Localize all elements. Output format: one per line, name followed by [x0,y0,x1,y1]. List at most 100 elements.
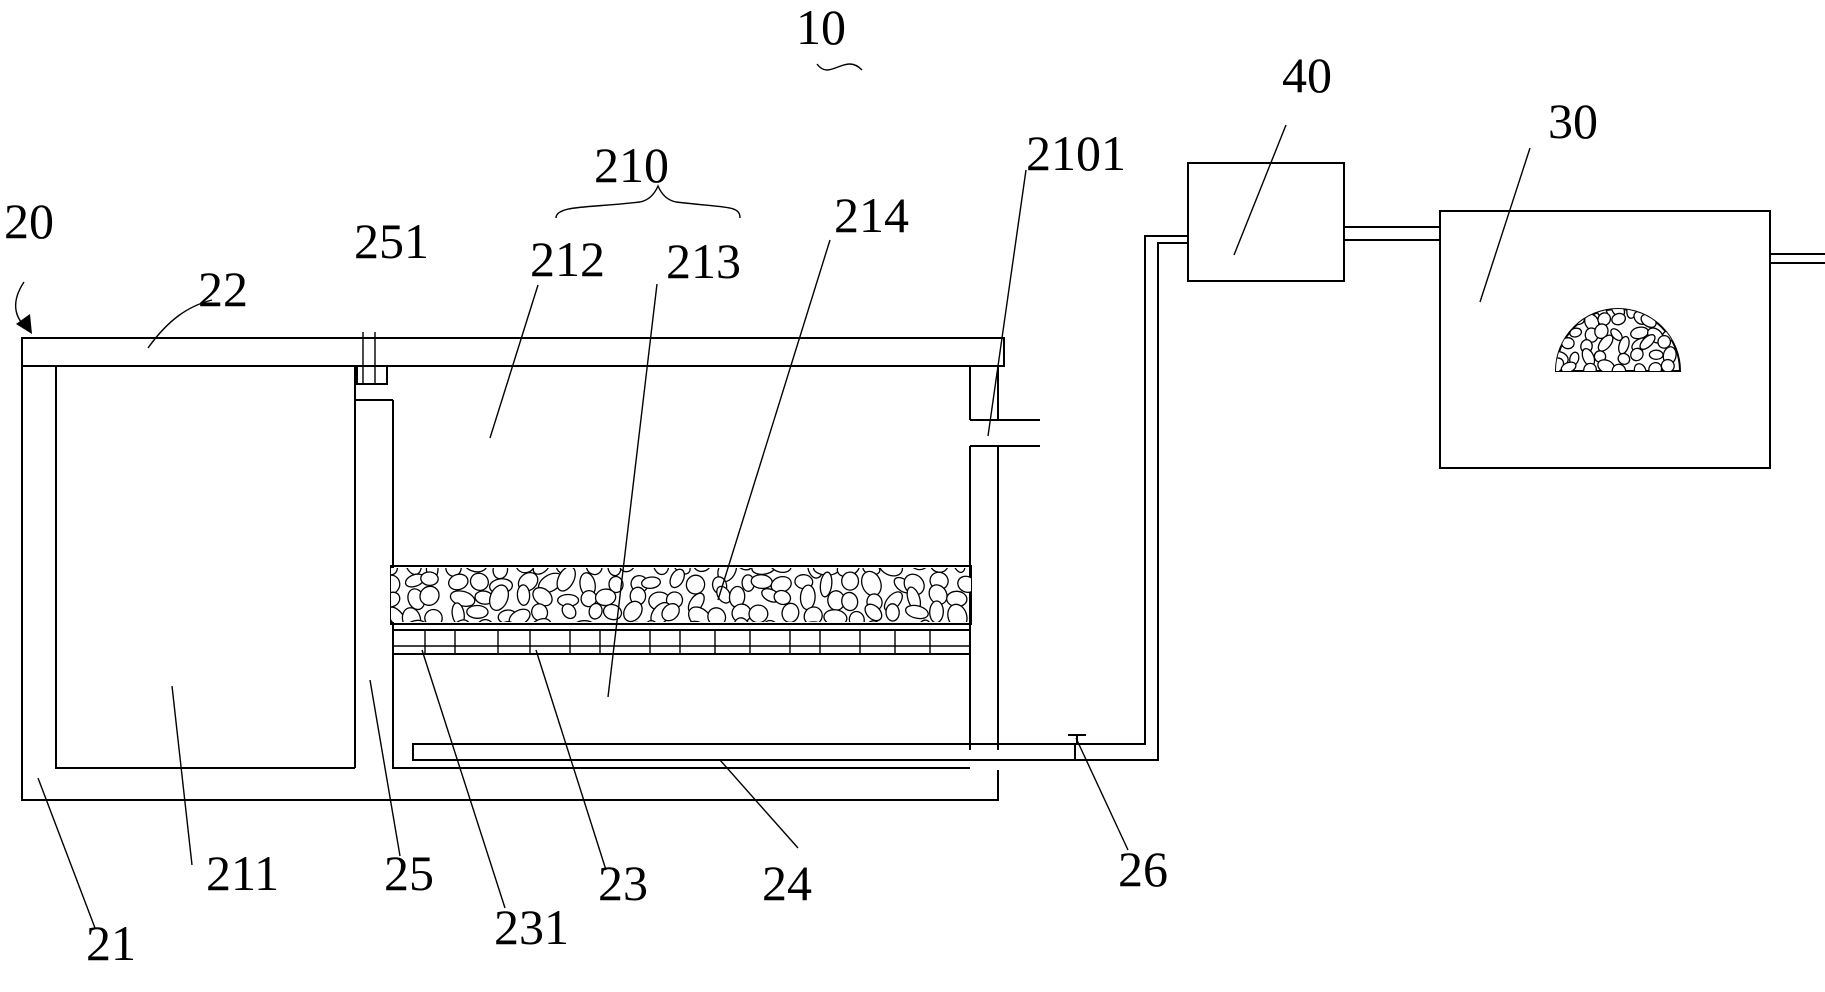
pebble [1599,375,1616,387]
pebble [929,600,944,622]
pebble [561,603,577,620]
pebble [951,568,966,573]
pebble [762,619,779,622]
label-10: 10 [796,0,846,55]
pebble [1594,323,1609,340]
pebble [1677,310,1680,326]
pebble [419,585,440,606]
label-26: 26 [1118,841,1168,897]
pebble [448,573,469,591]
pebble [733,617,751,622]
pebble [608,575,624,594]
pebble [823,609,848,622]
leader-26 [1075,737,1129,851]
pebble [1676,309,1680,320]
pebble [424,608,443,622]
pebble [652,568,670,576]
inner-tank-walls [354,366,999,769]
leader-211 [171,685,193,866]
pebble [420,571,439,587]
pebble [1561,337,1575,350]
leader-2101 [987,169,1027,437]
gravel-filter-layer-214 [390,565,999,647]
pebble [599,623,616,642]
leader-lines [15,63,1531,929]
pebble [1657,335,1672,349]
pebble [588,602,603,620]
pebble [1567,311,1585,326]
pebble [976,574,999,600]
pebble [669,568,686,589]
pebble [885,603,900,622]
support-grid-231 [393,629,970,655]
pebble [819,571,833,598]
pebble [1648,309,1660,317]
pebble [1556,313,1569,326]
label-40: 40 [1282,47,1332,103]
pebble [508,608,531,622]
pebble [707,607,727,622]
pebble [773,589,792,606]
pebble [748,604,769,622]
pebble [640,576,662,590]
pebble [878,568,904,577]
tank-outer-wall [21,338,999,801]
pebble [1662,374,1679,387]
label-30: 30 [1548,93,1598,149]
pebble [864,603,883,622]
pebble [841,571,860,591]
pebble [1659,309,1672,316]
pebble [461,568,488,573]
brace-210 [555,184,741,219]
label-20: 20 [4,193,54,249]
pebble [1552,373,1567,387]
pebble [929,568,949,573]
pebble [1612,375,1630,389]
pebble [1639,334,1656,350]
leader-214 [717,239,831,601]
pebble [1648,349,1664,361]
label-25: 25 [384,845,434,901]
pebble [528,617,553,622]
leader-213 [607,283,658,698]
leader-231 [421,649,506,909]
pebble [404,568,423,576]
pebble [1679,323,1680,337]
pebble [904,604,929,620]
pebble [1560,361,1577,371]
tank-lid [21,337,1005,367]
leader-40 [1233,124,1287,256]
pebble [492,568,509,580]
pebble [1677,335,1680,353]
pebble [585,568,603,576]
label-22: 22 [198,261,248,317]
leader-30 [1479,147,1531,303]
pebble [402,619,428,622]
pebble [1660,358,1675,371]
label-2101: 2101 [1026,125,1126,181]
pebble [1681,348,1697,362]
pebble [886,622,914,647]
label-21: 21 [86,915,136,971]
pebble [706,626,726,647]
label-251: 251 [354,213,429,269]
label-210: 210 [594,137,669,193]
label-23: 23 [598,855,648,911]
pebble [685,574,706,595]
pebble [1630,347,1644,362]
pump-40 [1187,162,1440,282]
pebble [928,584,948,605]
pebble [1579,309,1590,316]
leader-212 [489,284,539,439]
pebble [1556,324,1567,337]
leader-25 [369,679,401,857]
pebble [687,606,713,622]
pebble [864,620,881,622]
label-231: 231 [494,899,569,955]
pebble [623,600,643,622]
pebble [515,626,536,646]
pebble [391,574,401,595]
label-24: 24 [762,855,812,911]
pebble [975,607,995,626]
